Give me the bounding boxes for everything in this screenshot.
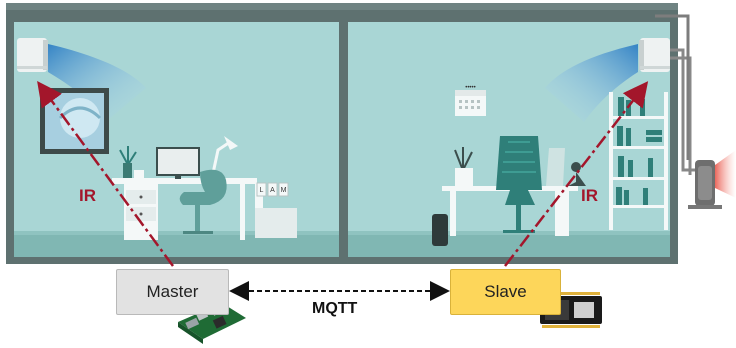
slave-label: Slave [484,282,527,301]
mqtt-label: MQTT [312,300,358,317]
building [6,3,678,264]
ir-arrow-right [504,81,649,267]
outdoor-unit-icon [655,14,736,209]
ir-arrow-left [37,80,175,267]
side-cabinet: L A M [255,182,297,238]
right-room-floor [348,234,670,257]
monitor-icon [156,147,200,176]
air-conditioner-icon [545,38,670,122]
master-node: Master [116,269,229,315]
master-label: Master [146,282,199,301]
slave-node: Slave [450,269,561,315]
calendar-tag: ••••• [465,85,476,91]
air-conditioner-icon [17,38,146,120]
ir-label-left: IR [79,186,96,205]
left-room-floor [14,234,339,257]
wall-calendar: ••••• [455,85,486,116]
raspberry-pi-icon [178,303,246,344]
tag-a: A [270,187,275,194]
tag-m: M [281,187,287,194]
ir-label-right: IR [581,186,598,205]
left-desk [112,136,257,240]
tag-l: L [260,187,264,194]
right-desk [432,136,586,246]
